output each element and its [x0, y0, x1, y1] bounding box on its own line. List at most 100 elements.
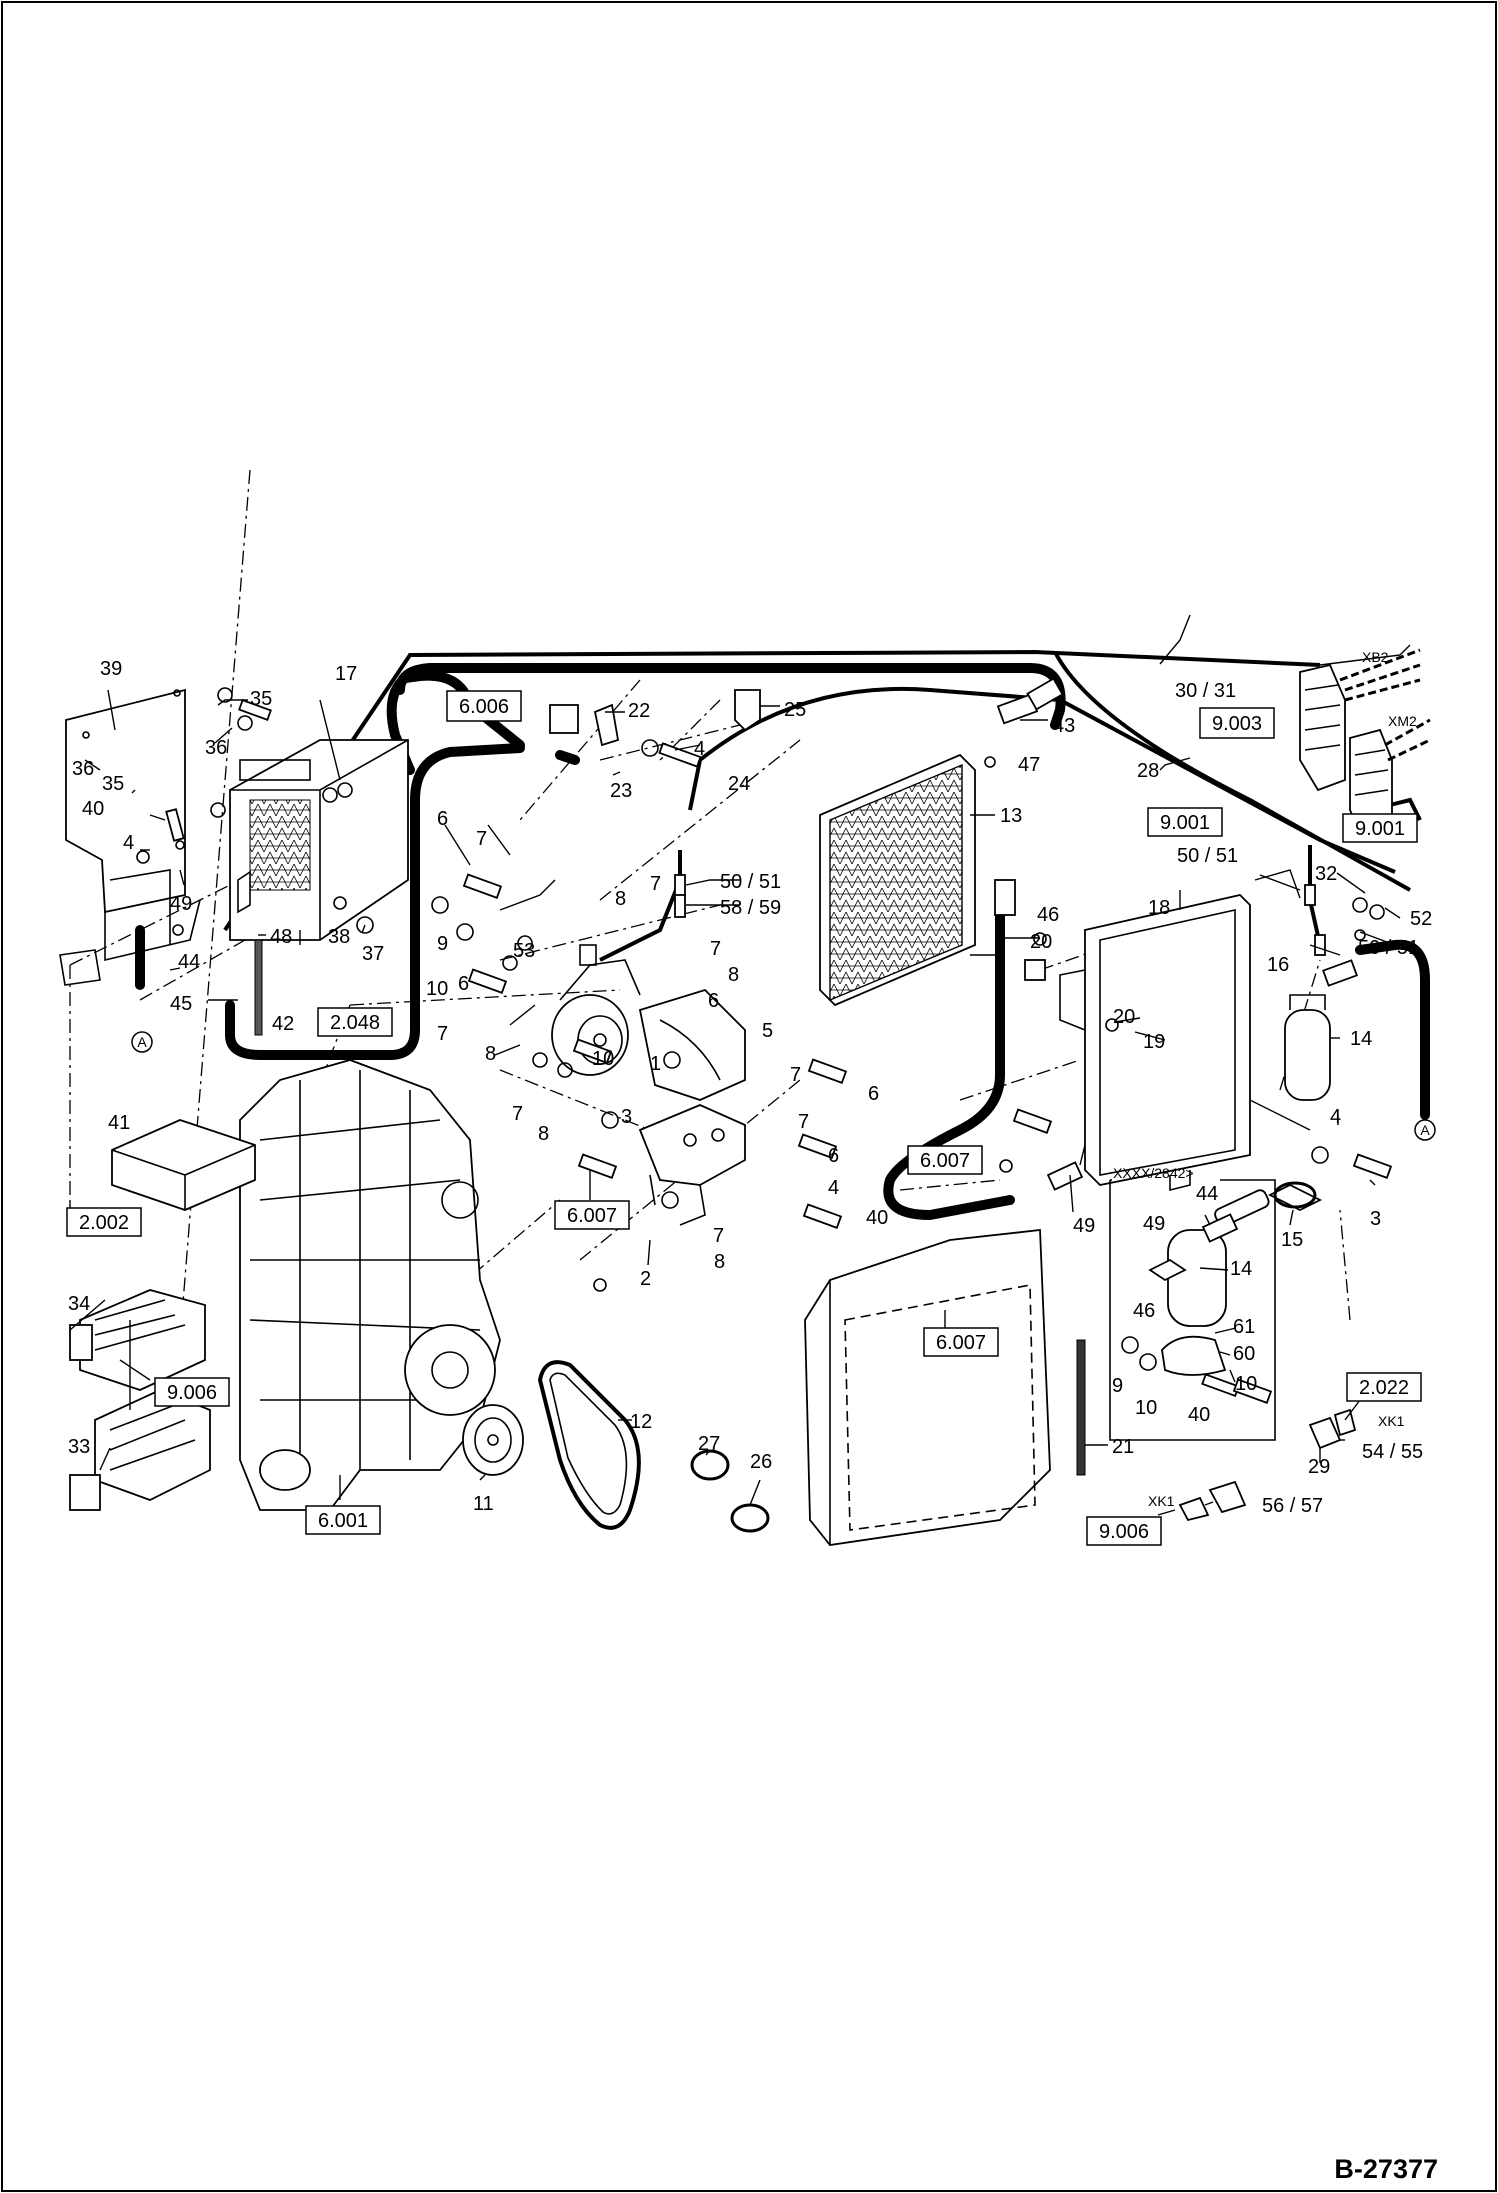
callout-label: 10	[592, 1048, 614, 1070]
callout-label: 4	[694, 738, 705, 760]
callout-label: 12	[630, 1411, 652, 1433]
callout-label: 52	[1410, 908, 1432, 930]
callout-label: 39	[100, 658, 122, 680]
document-number: B-27377	[1334, 2154, 1438, 2184]
callout-label: 9.006	[1099, 1521, 1149, 1543]
callout-label: 47	[1018, 754, 1040, 776]
reference-boxes: 6.006 9.003 9.001 9.001 2.048 2.002 6.00…	[66, 690, 1422, 1546]
ref-box-2-002: 2.002	[66, 1207, 142, 1237]
callout-label: 40	[1188, 1404, 1210, 1426]
ref-box-9-003: 9.003	[1199, 707, 1275, 739]
callout-label: 61	[1233, 1316, 1255, 1338]
callout-label: 35	[250, 688, 272, 710]
callout-label: 3	[621, 1106, 632, 1128]
callout-label: 43	[1053, 715, 1075, 737]
callout-label: 6	[708, 990, 719, 1012]
callout-label: 50 / 51	[720, 871, 781, 893]
callout-label: 2	[640, 1268, 651, 1290]
ref-box-6-007-a: 6.007	[554, 1200, 630, 1230]
callout-label: 13	[1000, 805, 1022, 827]
callout-label: 24	[728, 773, 750, 795]
seal-strips	[254, 939, 1086, 1476]
callout-label: 40	[866, 1207, 888, 1229]
callout-label: 6.006	[459, 696, 509, 718]
callout-label: 7	[650, 873, 661, 895]
callout-label: 49	[1073, 1215, 1095, 1237]
callout-label: 16	[1267, 954, 1289, 976]
connector-tags: XB2 XM2 XK1 XK1 XXXX/2842>	[1113, 649, 1417, 1509]
radiator-frame	[804, 1228, 1051, 1546]
callout-label: 20	[1030, 931, 1052, 953]
callout-label: 20	[1113, 1006, 1135, 1028]
callout-label: 30 / 31	[1175, 680, 1236, 702]
callout-label: 60	[1233, 1343, 1255, 1365]
pulley-11	[462, 1404, 524, 1476]
callout-label: 9.006	[167, 1382, 217, 1404]
callout-label: 50 / 51	[1358, 937, 1419, 959]
callout-label: 37	[362, 943, 384, 965]
ref-box-9-001-a: 9.001	[1342, 813, 1418, 843]
callout-label: 5	[762, 1020, 773, 1042]
ref-box-6-006: 6.006	[446, 690, 522, 722]
callout-label: 58 / 59	[720, 897, 781, 919]
callout-label: 49	[170, 893, 192, 915]
callout-label: 27	[698, 1433, 720, 1455]
tag-xk1-a: XK1	[1378, 1413, 1405, 1429]
junction-a-left	[131, 1031, 153, 1053]
condenser-13	[819, 753, 976, 1007]
callout-label: 9.003	[1212, 713, 1262, 735]
drive-belt-12	[537, 1360, 641, 1530]
callout-label: 7	[476, 828, 487, 850]
callout-labels: 39 17 35 36 36 35 40 4 49 44 45 48 42 38…	[68, 658, 1432, 1517]
callout-label: 19	[1143, 1031, 1165, 1053]
junction-a-right	[1414, 1119, 1436, 1141]
callout-label: 6.007	[920, 1150, 970, 1172]
callout-label: 10	[1135, 1397, 1157, 1419]
callout-label: 8	[485, 1043, 496, 1065]
condenser-frame-18	[1059, 894, 1251, 1192]
callout-label: 50 / 51	[1177, 845, 1238, 867]
callout-label: 7	[710, 938, 721, 960]
callout-label: 9.001	[1160, 812, 1210, 834]
callout-label: 56 / 57	[1262, 1495, 1323, 1517]
callout-label: 14	[1230, 1258, 1252, 1280]
ref-box-6-001: 6.001	[305, 1505, 381, 1535]
callout-label: 6	[828, 1145, 839, 1167]
callout-label: 7	[512, 1103, 523, 1125]
callout-label: A	[137, 1034, 147, 1050]
callout-label: 38	[328, 926, 350, 948]
callout-label: 10	[426, 978, 448, 1000]
callout-label: 6	[437, 808, 448, 830]
callout-label: 35	[102, 773, 124, 795]
leader-lines	[69, 614, 1401, 1516]
callout-label: 1	[650, 1053, 661, 1075]
callout-label: 18	[1148, 897, 1170, 919]
evaporator-unit-17	[229, 739, 409, 941]
detail-tag: XXXX/2842>	[1113, 1165, 1194, 1181]
callout-label: 11	[473, 1493, 494, 1515]
callout-label: 10	[1235, 1373, 1257, 1395]
callout-label: 53	[513, 940, 535, 962]
callout-label: 23	[610, 780, 632, 802]
callout-label: 9	[1112, 1375, 1123, 1397]
callout-label: 40	[82, 798, 104, 820]
callout-label: 7	[790, 1064, 801, 1086]
callout-label: 8	[615, 888, 626, 910]
ref-box-2-048: 2.048	[317, 1007, 393, 1037]
callout-label: 8	[728, 964, 739, 986]
callout-label: 6.007	[567, 1205, 617, 1227]
callout-label: 9	[437, 933, 448, 955]
callout-label: 4	[1330, 1106, 1341, 1128]
callout-label: 54 / 55	[1362, 1441, 1423, 1463]
callout-label: 2.002	[79, 1212, 129, 1234]
callout-label: 4	[123, 832, 134, 854]
callout-label: 7	[798, 1111, 809, 1133]
callout-label: 28	[1137, 760, 1159, 782]
block-41	[111, 1119, 256, 1211]
receiver-drier-14	[1267, 994, 1331, 1212]
callout-label: 2.048	[330, 1012, 380, 1034]
callout-label: 8	[538, 1123, 549, 1145]
